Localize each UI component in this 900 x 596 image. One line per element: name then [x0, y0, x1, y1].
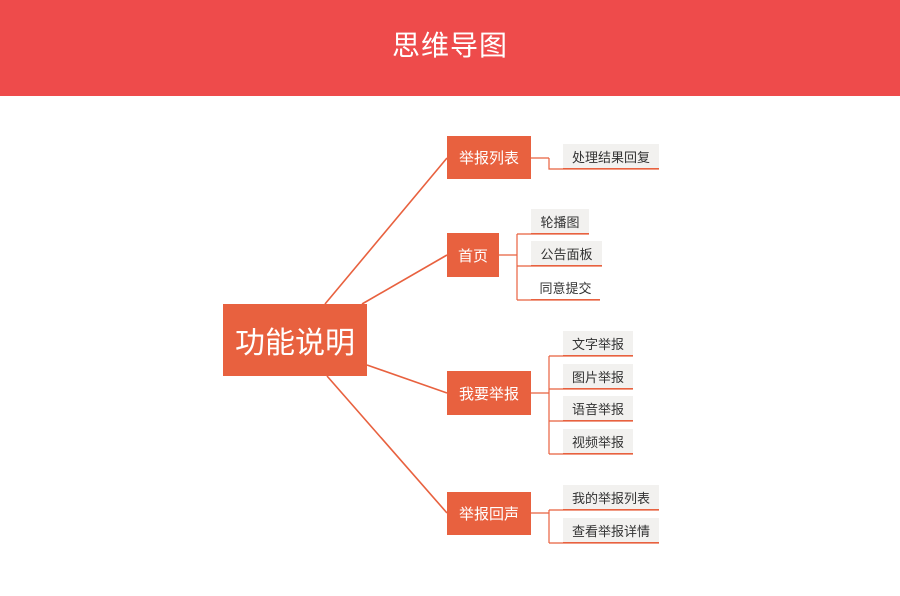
leaf-node-agree-submit: 同意提交 [531, 275, 600, 300]
connector-branch-1-leaves [531, 157, 659, 170]
leaf-node-report-details: 查看举报详情 [563, 518, 659, 543]
leaf-node-text-report: 文字举报 [563, 331, 633, 356]
leaf-node-result-reply: 处理结果回复 [563, 144, 659, 169]
leaf-node-image-report: 图片举报 [563, 364, 633, 389]
header-bar: 思维导图 [0, 0, 900, 96]
page-title: 思维导图 [391, 29, 508, 62]
branch-node-report-list: 举报列表 [447, 136, 531, 179]
connector-branch-3-leaves [531, 355, 633, 455]
connector-branch-4-leaves [531, 509, 659, 544]
connector-branch-2-leaves [499, 233, 602, 301]
branch-node-submit-report: 我要举报 [447, 371, 531, 415]
leaf-node-video-report: 视频举报 [563, 429, 633, 454]
leaf-node-my-report-list: 我的举报列表 [563, 485, 659, 510]
connector-root-branch-2 [361, 254, 448, 305]
connector-root-branch-3 [366, 364, 448, 394]
root-node: 功能说明 [223, 304, 367, 376]
connector-root-branch-1 [324, 157, 448, 305]
branch-node-report-feedback: 举报回声 [447, 492, 531, 535]
connector-root-branch-4 [326, 375, 448, 514]
branch-node-home: 首页 [447, 233, 499, 277]
leaf-node-carousel: 轮播图 [531, 209, 589, 234]
leaf-node-notice-panel: 公告面板 [531, 241, 602, 266]
leaf-node-voice-report: 语音举报 [563, 396, 633, 421]
